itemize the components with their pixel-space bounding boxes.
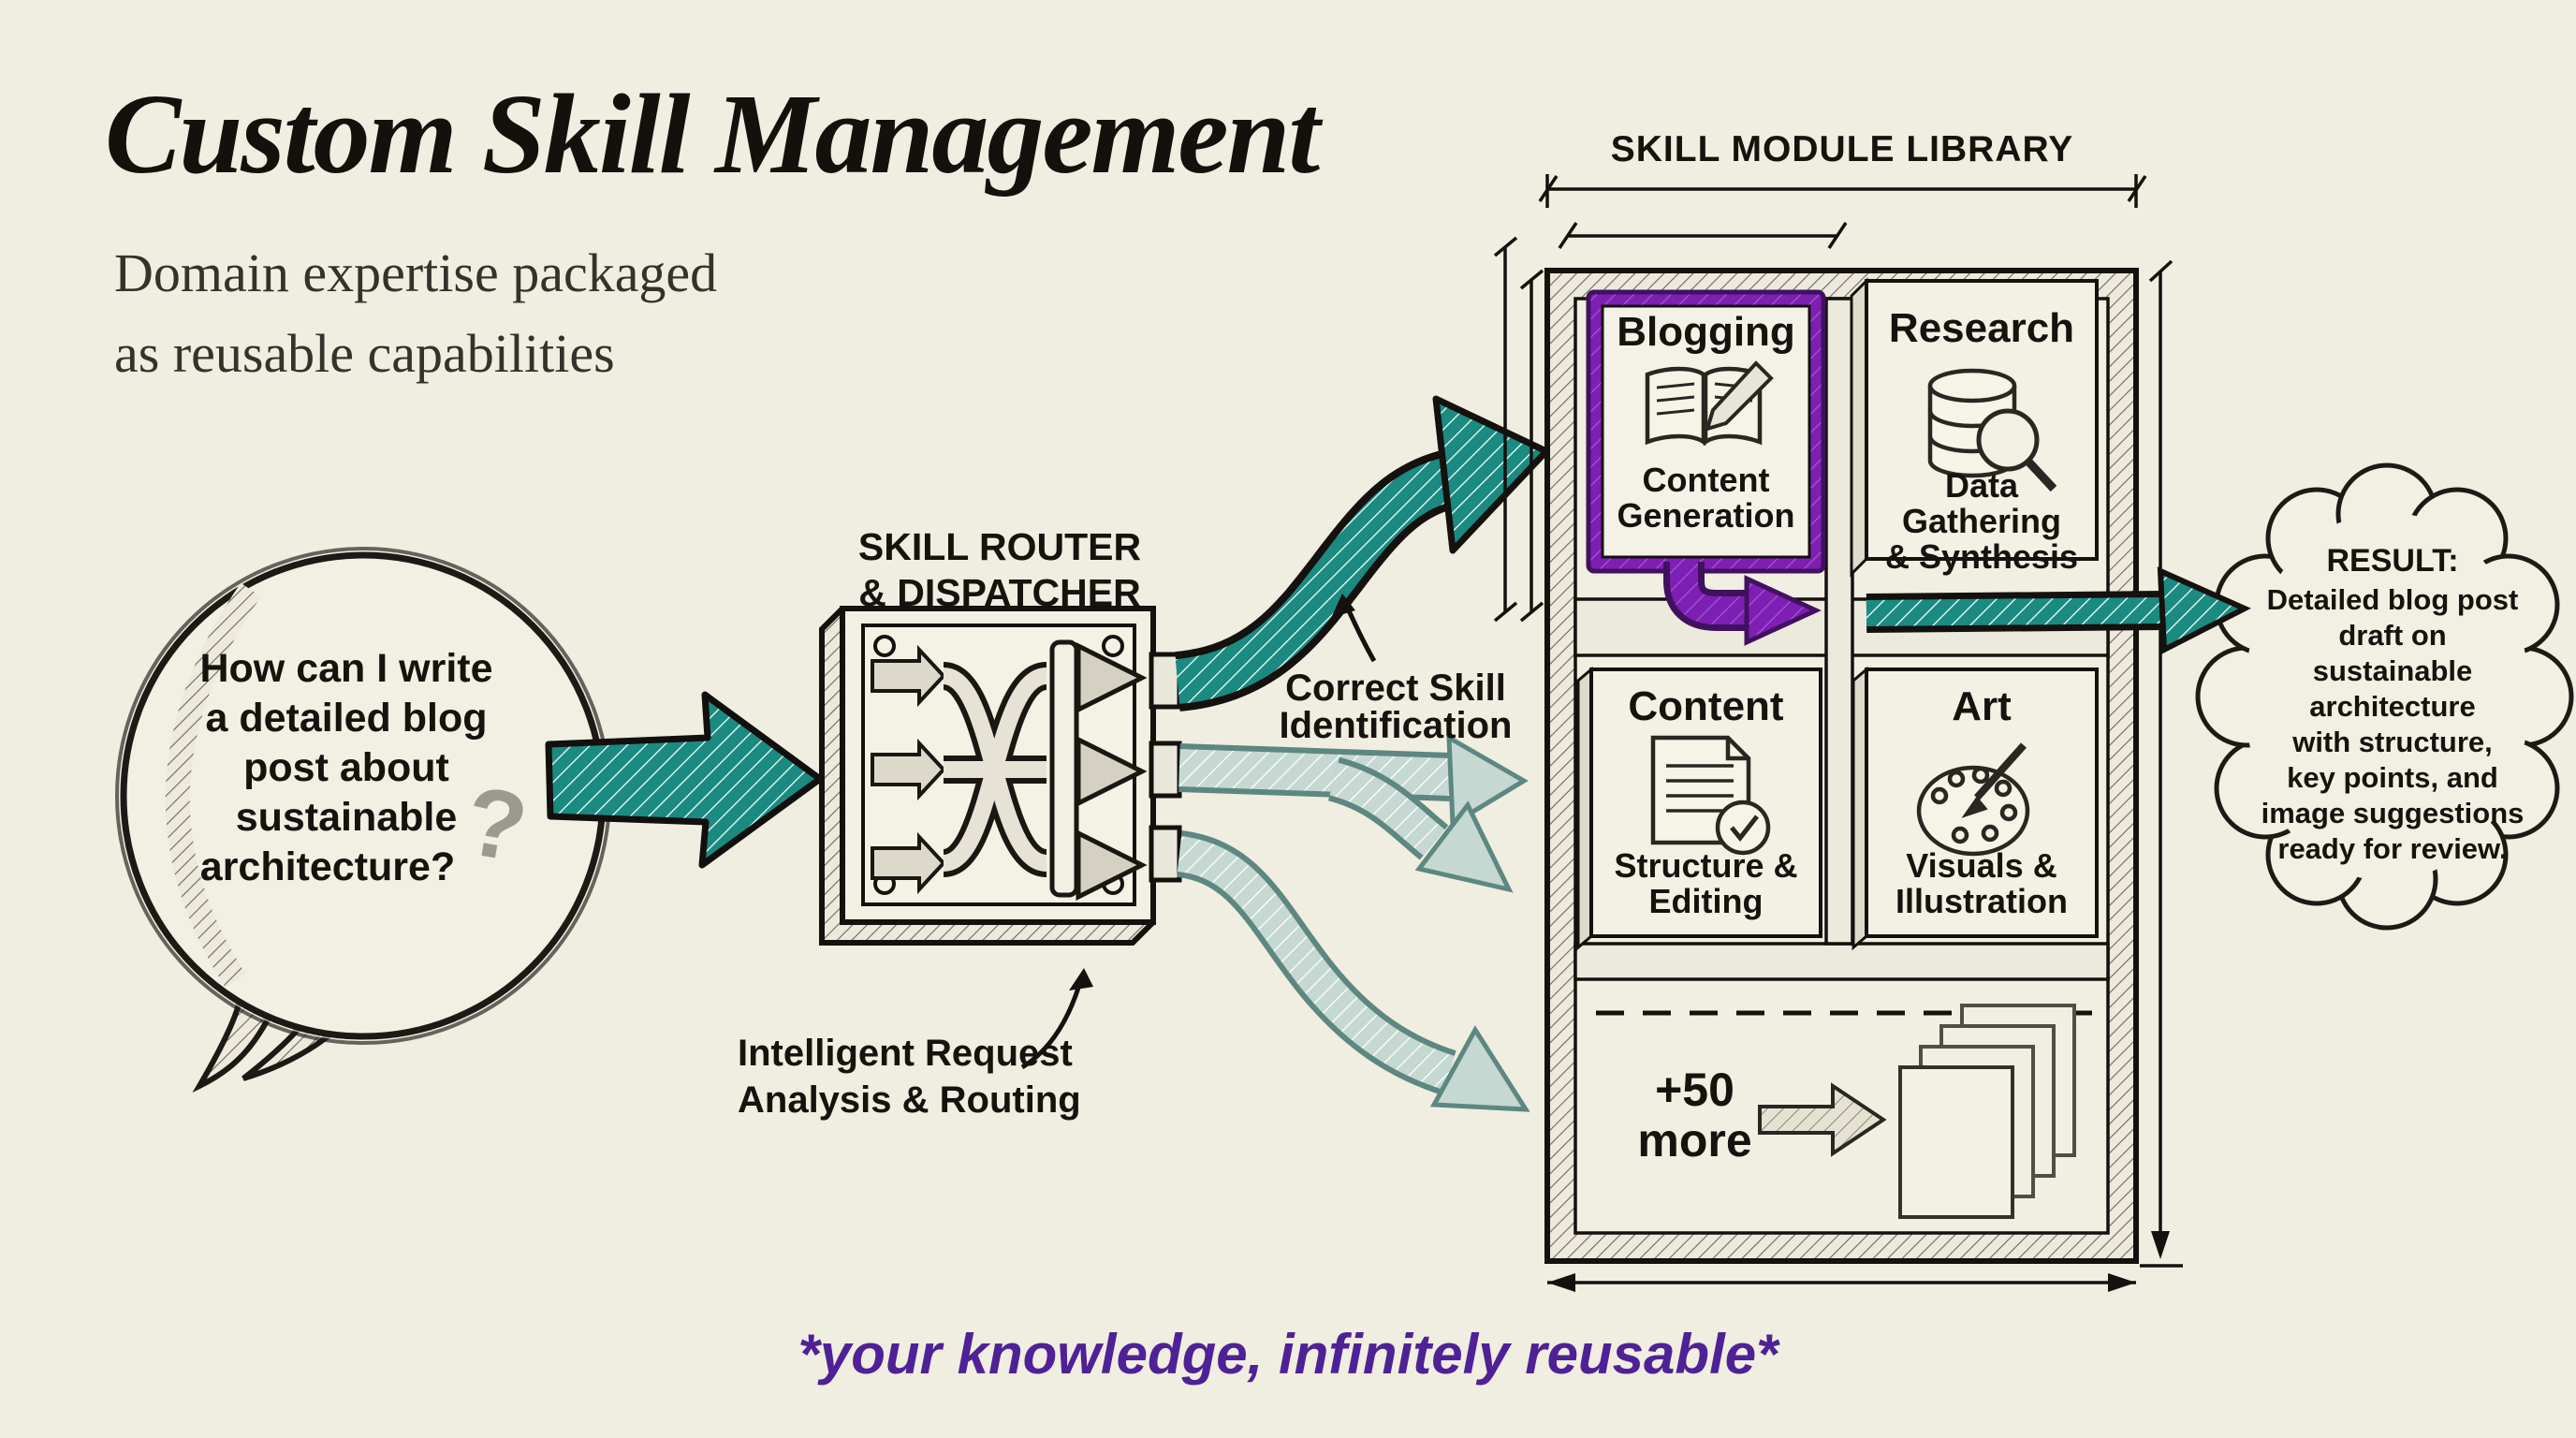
result-text-line: architecture — [2309, 690, 2476, 723]
result-arrowhead — [2157, 566, 2251, 654]
module-desc-line: Generation — [1617, 496, 1795, 535]
result-heading: RESULT: — [2326, 543, 2459, 579]
router-port-3 — [1149, 825, 1182, 883]
result-text-line: sustainable — [2312, 654, 2473, 687]
selected-skill-arrow — [1174, 395, 1550, 712]
more-label: more — [1637, 1114, 1752, 1167]
annotation-arrowhead — [1331, 594, 1355, 618]
router-label-line-2: & DISPATCHER — [858, 571, 1141, 614]
faded-arrowhead-1 — [1446, 733, 1529, 829]
module-desc-line: Structure & — [1614, 846, 1798, 885]
router-caption-line-1: Intelligent Request — [738, 1033, 1073, 1074]
document-check-icon — [1650, 735, 1771, 856]
speech-bubble-text: post about — [243, 745, 449, 790]
router-caption-line-2: Analysis & Routing — [738, 1079, 1081, 1121]
speech-bubble-text: a detailed blog — [205, 696, 488, 741]
result-text-line: with structure, — [2292, 726, 2493, 758]
subtitle-line-1: Domain expertise packaged — [114, 242, 718, 303]
module-desc-line: Content — [1642, 461, 1770, 499]
faded-arrowhead-2 — [1414, 800, 1514, 893]
blogging-output-arrow — [1663, 562, 1822, 646]
module-desc-art: Visuals & Illustration — [1866, 848, 2097, 919]
more-modules-stack — [1898, 1004, 2076, 1219]
annotation-arrowhead — [1069, 968, 1093, 990]
result-cloud — [2195, 462, 2574, 931]
result-text-line: draft on — [2338, 619, 2447, 652]
speech-bubble — [115, 547, 611, 1093]
page-title: Custom Skill Management — [105, 71, 1320, 198]
speech-bubble-shading — [165, 582, 261, 989]
screw-icon — [1102, 635, 1124, 657]
screw-icon — [873, 635, 896, 657]
module-card-blogging — [1586, 289, 1826, 574]
faded-dispatch-arrows — [1176, 733, 1530, 1112]
dimension-arrowhead — [1547, 1273, 1575, 1292]
module-card-art — [1852, 666, 2099, 951]
router-port-1 — [1149, 652, 1182, 710]
router-label-line-1: SKILL ROUTER — [857, 525, 1142, 568]
module-title-blogging: Blogging — [1617, 309, 1795, 355]
shuffle-arrows-icon — [871, 639, 1148, 902]
module-title-research: Research — [1888, 305, 2075, 351]
module-title-art: Art — [1952, 683, 2012, 729]
database-search-icon — [1927, 368, 2057, 492]
module-desc-blogging: Content Generation — [1603, 462, 1809, 534]
skill-module-library — [1493, 174, 2183, 1292]
result-text-line: Detailed blog post — [2266, 583, 2519, 616]
correct-skill-line-1: Correct Skill — [1285, 668, 1506, 709]
library-divider-bar — [1824, 297, 1854, 946]
module-desc-line: Editing — [1648, 882, 1764, 920]
module-desc-line: Data Gathering — [1901, 466, 2061, 540]
result-text-line: key points, and — [2287, 761, 2498, 794]
result-text-line: image suggestions — [2261, 797, 2525, 829]
skill-router-box — [819, 606, 1182, 946]
annotation-arrows — [1020, 594, 1377, 1070]
blogging-card-face — [1601, 304, 1811, 559]
art-card-bevel — [1852, 666, 1868, 951]
selected-skill-arrowhead — [1432, 395, 1550, 554]
module-title-content: Content — [1628, 683, 1784, 729]
library-title: SKILL MODULE LIBRARY — [1610, 129, 2074, 169]
research-card-bevel — [1850, 277, 1868, 578]
module-desc-content: Structure & Editing — [1591, 848, 1821, 919]
speech-bubble-text: architecture? — [199, 844, 456, 889]
module-card-research — [1850, 277, 2099, 578]
blogging-output-arrowhead — [1744, 575, 1822, 646]
module-card-content — [1576, 666, 1822, 951]
more-count-label: +50 — [1655, 1064, 1734, 1116]
faded-arrowhead-3 — [1429, 1025, 1530, 1112]
request-arrow — [545, 691, 824, 869]
module-desc-line: & Synthesis — [1884, 537, 2079, 576]
footer-tagline: *your knowledge, infinitely reusable* — [798, 1323, 1778, 1386]
dimension-lines — [1493, 174, 2183, 1284]
module-desc-line: Visuals & — [1906, 846, 2057, 885]
library-shelf-bar-2 — [1573, 942, 2110, 981]
module-desc-line: Illustration — [1895, 882, 2068, 920]
palette-brush-icon — [1916, 742, 2030, 857]
speech-bubble-text: sustainable — [235, 795, 458, 840]
module-desc-research: Data Gathering & Synthesis — [1866, 468, 2097, 575]
more-arrow-icon — [1758, 1082, 1887, 1157]
result-arrow — [1866, 566, 2251, 654]
speech-bubble-text: How can I write — [199, 646, 493, 691]
dimension-arrowhead — [2108, 1273, 2136, 1292]
content-card-bevel — [1576, 666, 1593, 951]
book-pencil-icon — [1645, 360, 1774, 447]
subtitle-line-2: as reusable capabilities — [114, 323, 615, 384]
result-text-line: ready for review. — [2277, 832, 2508, 865]
correct-skill-line-2: Identification — [1279, 705, 1513, 746]
dimension-arrowhead — [2151, 1231, 2170, 1259]
router-port-2 — [1149, 741, 1182, 799]
